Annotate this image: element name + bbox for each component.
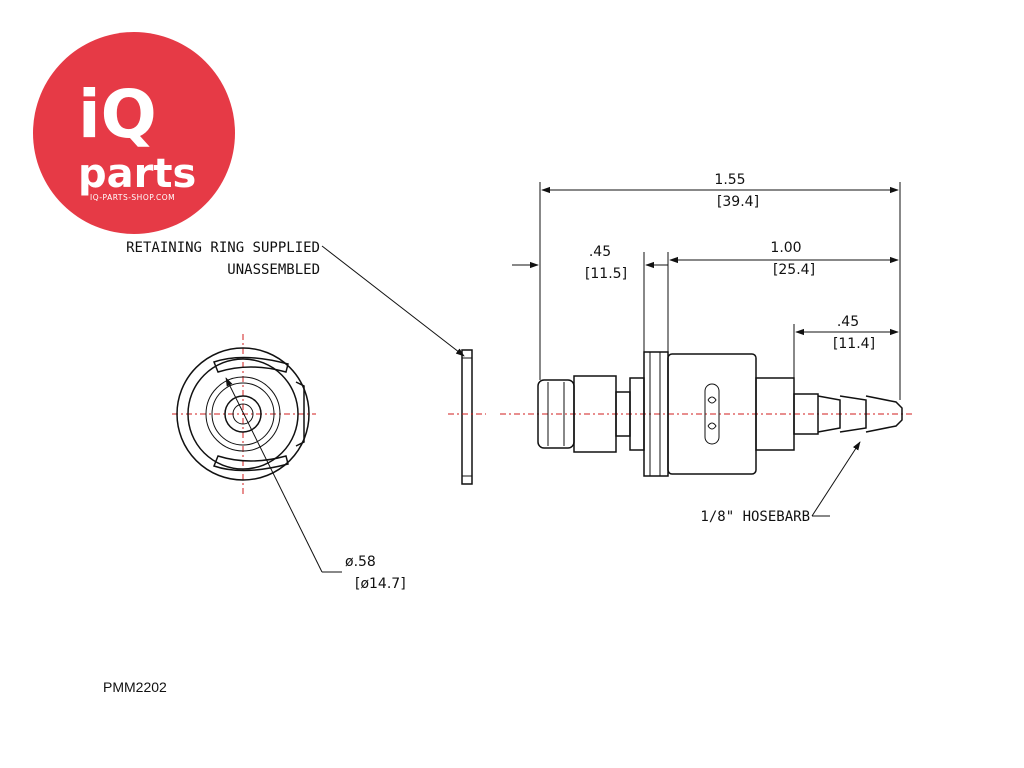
outer-flange-circle bbox=[176, 347, 310, 481]
retaining-ring: RETAINING RING SUPPLIED UNASSEMBLED bbox=[126, 240, 486, 485]
barb-tip bbox=[865, 395, 903, 433]
hosebarb-leader bbox=[811, 441, 861, 517]
retaining-ring-label-1: RETAINING RING SUPPLIED bbox=[126, 240, 320, 256]
latch-slot-top bbox=[213, 356, 289, 373]
inner-ring-circle bbox=[205, 376, 281, 452]
dim-body-mm: [25.4] bbox=[773, 262, 815, 278]
diameter-leader bbox=[225, 377, 323, 573]
bore-inner-circle bbox=[232, 403, 254, 425]
logo-circle bbox=[33, 32, 235, 234]
logo-mark-icon bbox=[707, 396, 717, 430]
barb-1 bbox=[817, 395, 841, 433]
logo-tagline: IQ-PARTS-SHOP.COM bbox=[90, 193, 175, 202]
latch-slot-bottom bbox=[213, 455, 289, 472]
end-view: ø.58 [ø14.7] bbox=[172, 334, 406, 592]
barb-shank bbox=[793, 393, 819, 435]
dim-barb-inch: .45 bbox=[837, 314, 859, 330]
dim-front-mm: [11.5] bbox=[585, 266, 627, 282]
inner-ring-circle-2 bbox=[211, 382, 275, 446]
logo-window bbox=[704, 383, 720, 445]
retaining-ring-label-2: UNASSEMBLED bbox=[227, 262, 320, 278]
dim-barb-mm: [11.4] bbox=[833, 336, 875, 352]
logo-iq-text: iQ bbox=[78, 76, 157, 153]
barb-2 bbox=[839, 395, 867, 433]
dim-overall-mm: [39.4] bbox=[717, 194, 759, 210]
dim-body-inch: 1.00 bbox=[770, 240, 801, 256]
bore-circle bbox=[224, 395, 262, 433]
body-circle bbox=[187, 358, 299, 470]
iq-parts-logo: iQ parts IQ-PARTS-SHOP.COM bbox=[33, 32, 235, 234]
dimensions: 1.55 [39.4] .45 [11.5] 1.00 [25.4] .45 [… bbox=[512, 172, 901, 400]
retaining-ring-leader bbox=[321, 245, 465, 357]
diameter-mm: [ø14.7] bbox=[355, 576, 406, 592]
dim-overall-inch: 1.55 bbox=[714, 172, 745, 188]
dim-front-inch: .45 bbox=[589, 244, 611, 260]
latch-tab bbox=[295, 381, 305, 447]
diameter-inch: ø.58 bbox=[345, 554, 376, 570]
hosebarb-label: 1/8" HOSEBARB bbox=[700, 509, 810, 525]
part-number: PMM2202 bbox=[103, 679, 167, 695]
logo-parts-text: parts bbox=[78, 151, 196, 197]
side-view: 1/8" HOSEBARB bbox=[500, 351, 912, 525]
retaining-ring-body bbox=[461, 349, 473, 485]
